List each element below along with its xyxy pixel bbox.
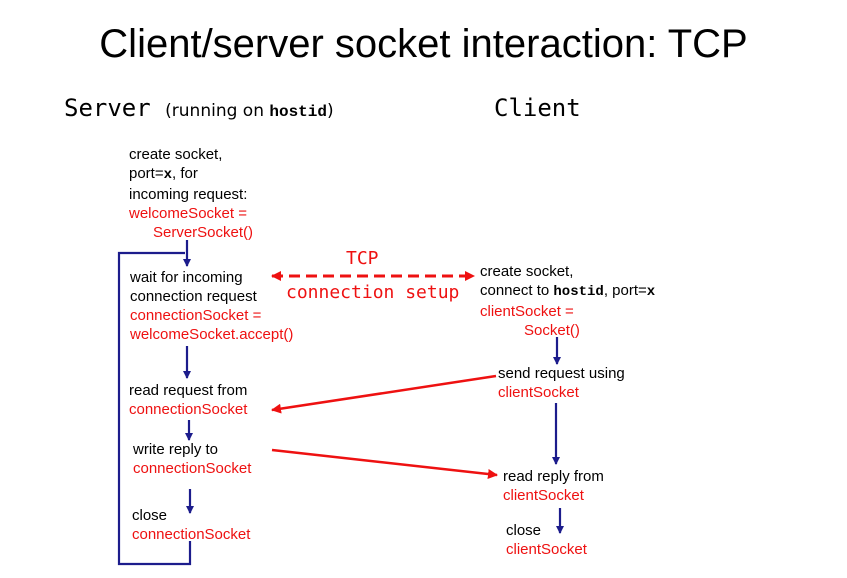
server-heading: Server (running on hostid) [64, 94, 334, 122]
client-send-step: send request using clientSocket [498, 365, 625, 401]
client-close-step: close clientSocket [506, 522, 587, 558]
request-arrow [271, 374, 497, 414]
page-title: Client/server socket interaction: TCP [99, 22, 748, 66]
tcp-label: TCP [346, 248, 379, 269]
client-read-step: read reply from clientSocket [503, 468, 604, 504]
connection-setup-label: connection setup [286, 282, 460, 303]
server-close-step: close connectionSocket [132, 507, 251, 543]
server-wait-step: wait for incoming connection request con… [130, 269, 294, 343]
server-read-step: read request from connectionSocket [129, 382, 248, 418]
server-write-step: write reply to connectionSocket [133, 441, 252, 477]
loop-back-line [117, 251, 192, 566]
client-heading: Client [494, 94, 581, 122]
client-create-socket-step: create socket, connect to hostid, port=x… [480, 263, 656, 339]
server-create-socket-step: create socket, port=x, for incoming requ… [129, 146, 254, 241]
reply-arrow [271, 448, 498, 479]
